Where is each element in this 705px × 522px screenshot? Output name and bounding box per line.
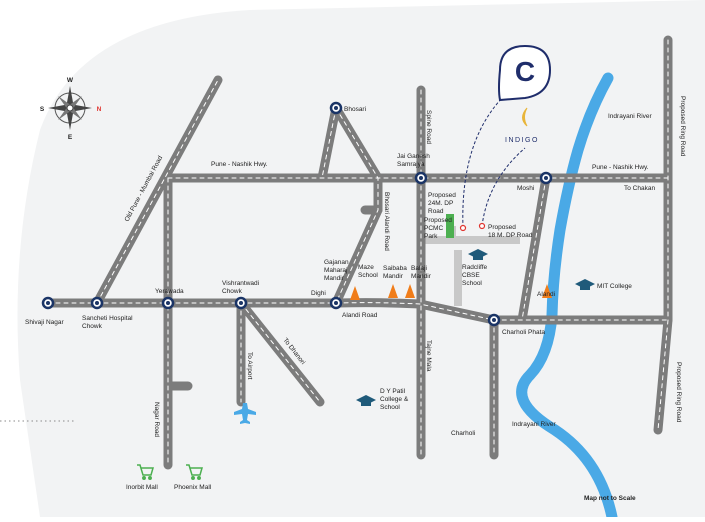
label-indrayani-bottom: Indrayani River bbox=[512, 421, 557, 428]
brand-logo-letter: C bbox=[515, 56, 535, 87]
label-charholi: Charholi bbox=[451, 430, 475, 437]
compass-s: S bbox=[40, 106, 45, 113]
label-ring-road-top: Proposed Ring Road bbox=[679, 96, 686, 157]
label-bhosari-alandi: Bhosari Alandi Road bbox=[383, 192, 390, 251]
label-pune-nashik-w: Pune - Nashik Hwy. bbox=[211, 161, 268, 168]
compass-e: E bbox=[68, 134, 73, 141]
label-pune-nashik-e: Pune - Nashik Hwy. bbox=[592, 164, 649, 171]
brand-name: INDIGO bbox=[505, 137, 539, 144]
label-shivaji-nagar: Shivaji Nagar bbox=[25, 319, 64, 326]
label-yerawada: Yerawada bbox=[155, 288, 184, 295]
label-alandi: Alandi bbox=[537, 291, 555, 298]
label-charholi-phata: Charholi Phata bbox=[502, 329, 545, 336]
label-moshi: Moshi bbox=[517, 185, 534, 192]
compass-n: N bbox=[97, 106, 102, 113]
label-tajne-mala: Tajne Mala bbox=[425, 340, 432, 372]
label-inorbit: Inorbit Mall bbox=[126, 484, 158, 491]
label-spine-road: Spine Road bbox=[425, 110, 432, 144]
label-indrayani-top: Indrayani River bbox=[608, 113, 653, 120]
label-nagar-road: Nagar Road bbox=[153, 402, 160, 437]
label-dighi: Dighi bbox=[311, 290, 326, 297]
compass-w: W bbox=[67, 77, 74, 84]
label-to-airport: To Airport bbox=[246, 352, 253, 380]
label-phoenix: Phoenix Mall bbox=[174, 484, 212, 491]
label-ring-road-bottom: Proposed Ring Road bbox=[675, 362, 682, 423]
label-bhosari: Bhosari bbox=[344, 106, 366, 113]
label-map-not-to-scale: Map not to Scale bbox=[584, 495, 636, 502]
label-mit: MIT College bbox=[597, 283, 632, 290]
label-to-chakan: To Chakan bbox=[624, 185, 655, 192]
label-alandi-road: Alandi Road bbox=[342, 312, 378, 319]
